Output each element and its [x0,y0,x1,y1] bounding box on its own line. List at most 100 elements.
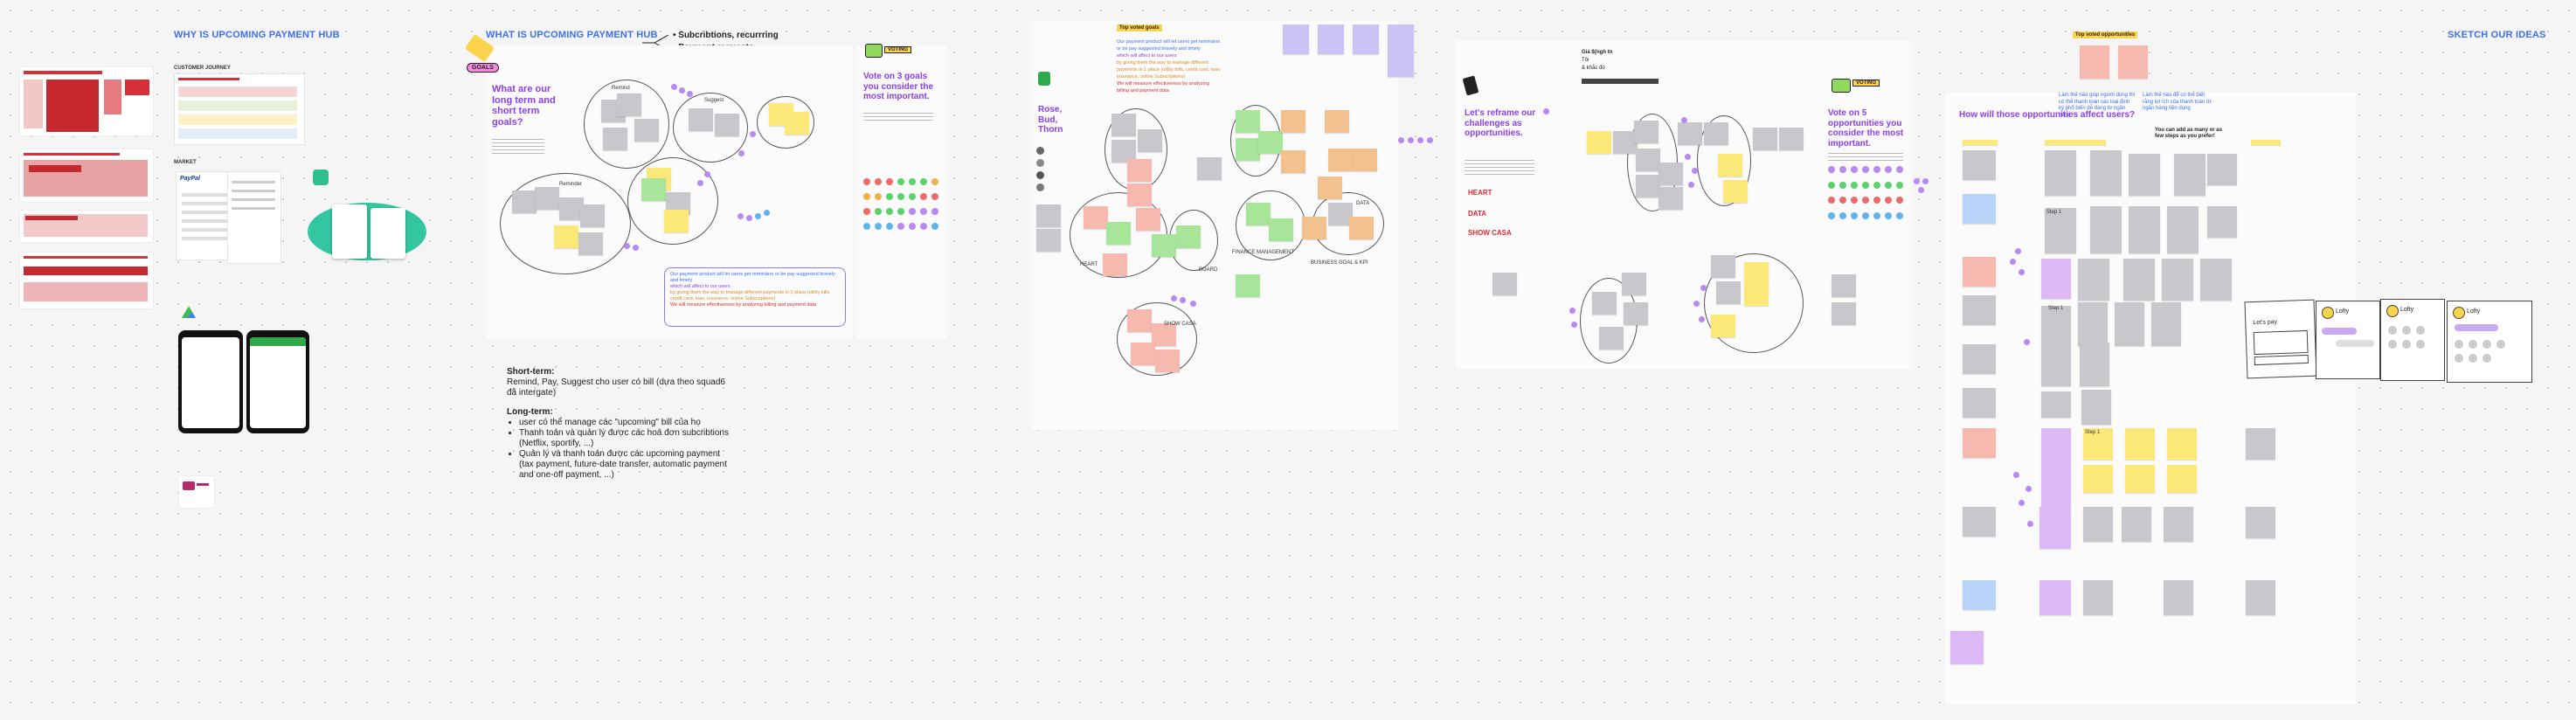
sticky-note[interactable] [1302,217,1326,239]
sticky-note[interactable] [1353,149,1377,171]
sticky-note[interactable] [1613,131,1638,154]
sticky-note[interactable] [1587,131,1611,154]
sticky-note[interactable] [1723,180,1748,203]
sticky-note[interactable] [535,187,559,210]
sticky-note[interactable] [634,119,659,142]
sticky-note[interactable] [1281,110,1305,133]
sticky-note[interactable] [1963,194,1996,224]
sticky-note[interactable] [2167,428,2197,460]
sticky-note[interactable] [2115,302,2144,346]
sticky-note[interactable] [2164,507,2193,542]
sticky-note[interactable] [2167,465,2197,493]
sticky-note[interactable] [2081,390,2111,425]
sticky-note[interactable] [2080,343,2109,386]
sticky-note[interactable] [2078,302,2108,346]
sticky-note[interactable] [1744,283,1769,306]
sticky-note[interactable] [559,197,584,220]
sticky-note[interactable] [1963,388,1996,418]
sticky-note[interactable] [578,232,603,255]
sticky-note[interactable] [2164,580,2193,615]
sticky-note[interactable] [1138,129,1162,152]
sticky-note[interactable] [1963,580,1996,610]
sticky-note[interactable] [1634,121,1658,143]
sticky-note[interactable] [1127,183,1152,206]
sticky-note[interactable] [2246,507,2275,538]
sticky-note[interactable] [2041,259,2071,299]
sticky-note[interactable] [2167,206,2199,253]
sticky-note[interactable] [2251,140,2281,145]
sticky-note[interactable] [1711,315,1735,337]
sticky-note[interactable] [2125,428,2155,460]
sticky-note[interactable] [617,93,641,116]
sticky-note[interactable] [1779,128,1804,150]
sticky-note[interactable] [2122,507,2151,542]
sticky-note[interactable] [1492,273,1517,295]
sticky-note[interactable] [1950,631,1984,664]
sticky-note[interactable] [1328,149,1353,171]
sticky-note[interactable] [2083,580,2113,615]
sticky-note[interactable] [1236,110,1260,133]
sticky-note[interactable] [1246,203,1271,225]
sticky-note[interactable] [1963,507,1996,537]
sticky-note[interactable] [1155,350,1180,372]
sticky-note[interactable] [1258,131,1283,154]
sticky-note[interactable] [1658,163,1683,185]
sticky-note[interactable] [2083,507,2113,542]
sticky-note[interactable] [1111,114,1136,136]
sticky-note[interactable] [1624,302,1648,325]
sticky-note[interactable] [2041,428,2071,512]
sticky-note[interactable] [1084,206,1108,229]
sticky-note[interactable] [1622,273,1646,295]
sticky-note[interactable] [689,108,713,131]
sticky-note[interactable] [2246,428,2275,460]
sticky-note[interactable] [2083,465,2113,493]
sticky-note[interactable] [1127,309,1152,332]
sticky-note[interactable] [2041,306,2071,346]
sticky-note[interactable] [1716,281,1741,304]
sticky-note[interactable] [603,128,627,150]
sticky-note[interactable] [2162,259,2193,301]
sticky-note[interactable] [1136,208,1160,231]
sticky-note[interactable] [1963,150,1996,180]
sticky-note[interactable] [1349,217,1374,239]
sticky-note[interactable] [1106,222,1131,245]
sticky-note[interactable] [2041,346,2071,386]
sticky-note[interactable] [1963,344,1996,374]
sticky-note[interactable] [1353,24,1379,54]
sticky-note[interactable] [1152,234,1176,257]
sticky-note[interactable] [785,112,809,135]
sticky-note[interactable] [1963,140,1998,145]
sticky-note[interactable] [1704,122,1728,145]
sticky-note[interactable] [1963,257,1996,287]
sticky-note[interactable] [1636,149,1660,171]
sticky-note[interactable] [2125,465,2155,493]
sticky-note[interactable] [1236,138,1260,161]
sticky-note[interactable] [1283,24,1309,54]
sticky-note[interactable] [1592,292,1617,315]
sticky-note[interactable] [2045,208,2076,253]
sticky-note[interactable] [2207,206,2237,238]
sketch-card[interactable]: Let's pay [2244,299,2317,379]
sticky-note[interactable] [2200,259,2232,301]
sticky-note[interactable] [1744,262,1769,285]
sticky-note[interactable] [580,204,605,227]
sticky-note[interactable] [664,210,689,232]
sticky-note[interactable] [1176,225,1201,248]
sticky-note[interactable] [1269,218,1293,241]
sticky-note[interactable] [1281,150,1305,173]
sketch-card[interactable]: Lofty [2380,299,2445,381]
sticky-note[interactable] [715,114,739,136]
sticky-note[interactable] [2129,154,2160,196]
sticky-note[interactable] [1131,343,1155,365]
sketch-card[interactable]: Lofty [2316,301,2380,379]
sticky-note[interactable] [1832,274,1856,297]
sticky-note[interactable] [1036,229,1061,252]
sticky-note[interactable] [1658,187,1683,210]
sticky-note[interactable] [1711,255,1735,278]
sticky-note[interactable] [2090,150,2122,196]
sticky-note[interactable] [2080,45,2109,79]
sticky-note[interactable] [1325,110,1349,133]
sticky-note[interactable] [1318,24,1344,54]
sticky-note[interactable] [2174,154,2206,196]
sticky-note[interactable] [1832,302,1856,325]
